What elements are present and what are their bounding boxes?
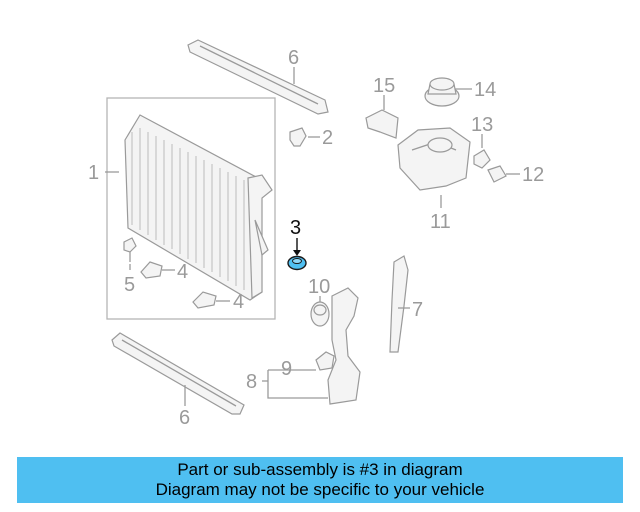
- callout-6-top: 6: [288, 47, 299, 69]
- banner-line-1: Part or sub-assembly is #3 in diagram: [177, 460, 463, 479]
- callout-11: 11: [430, 211, 451, 233]
- callout-1: 1: [88, 162, 99, 184]
- callout-6-bottom: 6: [179, 407, 190, 429]
- callout-12: 12: [522, 164, 544, 186]
- banner-line-2: Diagram may not be specific to your vehi…: [155, 480, 485, 499]
- bolt-part-2: [289, 127, 307, 147]
- leader-lines: [105, 67, 520, 406]
- expansion-tank: [397, 127, 471, 191]
- callouts: 6 1 2 3 5 4 4 6 7 8 9 10 11 12 13 14 15: [88, 47, 544, 429]
- callout-15: 15: [373, 75, 395, 97]
- callout-7: 7: [412, 299, 423, 321]
- bushing-part-10: [310, 301, 330, 327]
- air-deflector-part-7: [389, 255, 409, 353]
- callout-3: 3: [290, 217, 301, 239]
- clip-part-4-upper: [140, 261, 163, 279]
- callout-4-lower: 4: [233, 291, 244, 313]
- upper-support-rail: [187, 39, 329, 115]
- info-banner: Part or sub-assembly is #3 in diagram Di…: [17, 457, 623, 503]
- lower-support-rail: [111, 332, 245, 415]
- callout-4-upper: 4: [177, 261, 188, 283]
- callout-14: 14: [474, 79, 496, 101]
- cap-part-14: [424, 77, 460, 107]
- callout-9: 9: [281, 358, 292, 380]
- bracket-part-15: [365, 109, 399, 139]
- radiator-assembly: [106, 97, 276, 320]
- highlighted-part-3: [287, 255, 307, 271]
- callout-5: 5: [124, 274, 135, 296]
- bracket-part-9: [315, 351, 335, 371]
- hose-part-12: [487, 165, 507, 183]
- bolt-part-5: [123, 237, 137, 262]
- callout-2: 2: [322, 127, 333, 149]
- callout-10: 10: [308, 276, 330, 298]
- callout-8: 8: [246, 371, 257, 393]
- sensor-part-13: [473, 149, 491, 169]
- clip-part-4-lower: [192, 291, 217, 309]
- air-deflector-part-8: [327, 287, 361, 405]
- callout-13: 13: [471, 114, 493, 136]
